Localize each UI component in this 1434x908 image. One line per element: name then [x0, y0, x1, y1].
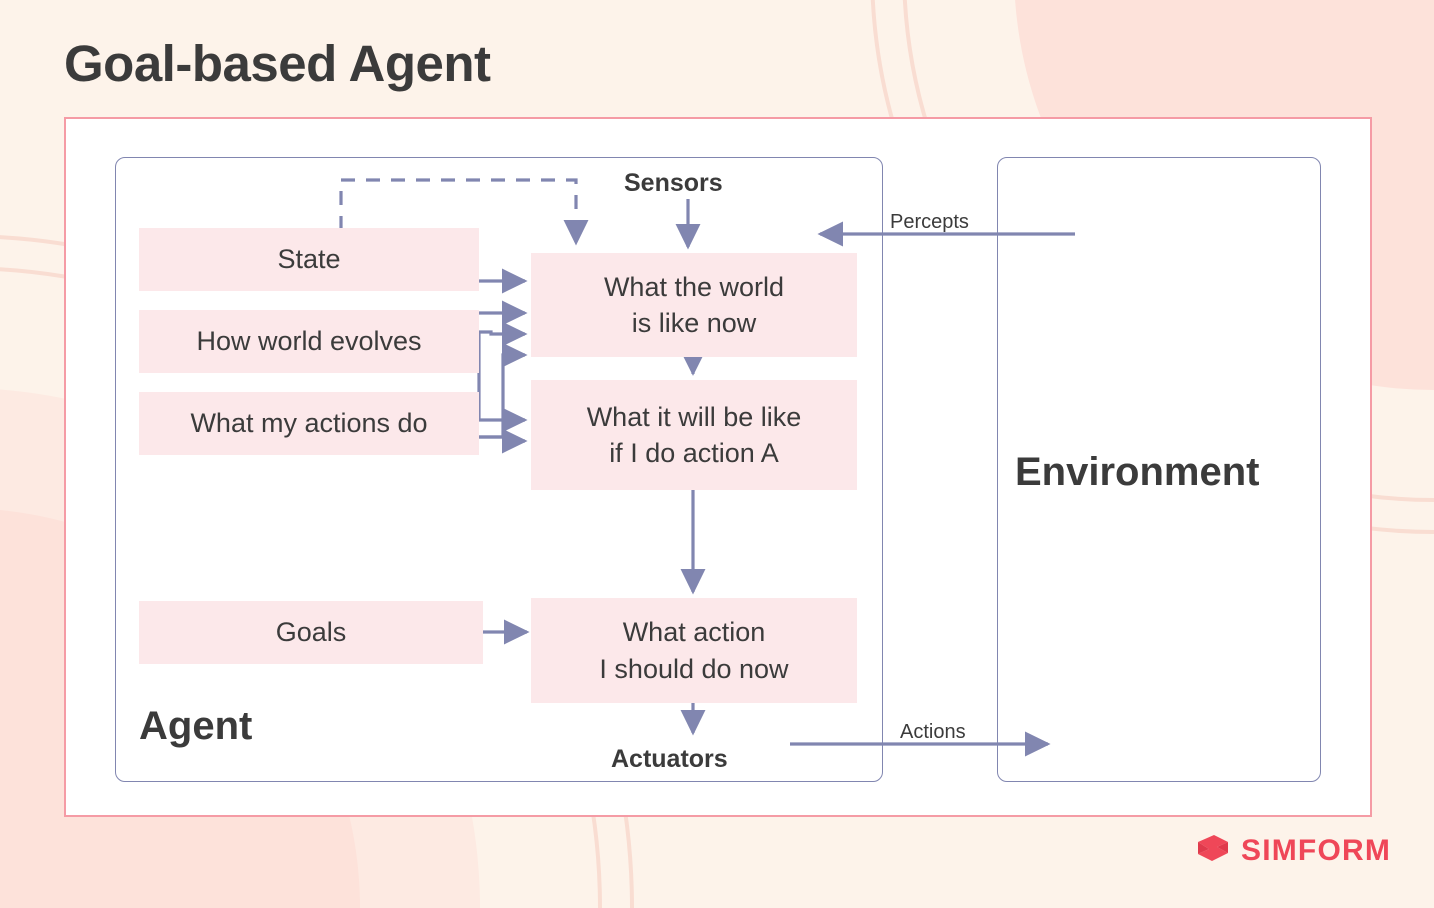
edge-actions-to-world-now [479, 342, 528, 439]
actions-label: Actions [900, 721, 966, 743]
knowledge-box-state: State [139, 228, 479, 291]
edge-world-now-feedback-dashed [339, 178, 589, 246]
edge-evolves-to-world-after [477, 332, 528, 433]
process-box-world-after-action: What it will be like if I do action A [531, 380, 857, 490]
process-box-world-now-line1: What the world [603, 271, 785, 302]
simform-wordmark: SIMFORM [1241, 834, 1392, 867]
environment-container [997, 157, 1321, 782]
knowledge-box-how-world-evolves: How world evolves [139, 310, 479, 373]
edge-actions-to-world-after [479, 428, 528, 454]
process-box-world-after-action-line1: What it will be like [586, 401, 802, 432]
agent-container [115, 157, 883, 782]
process-box-world-now: What the world is like now [531, 253, 857, 357]
process-box-world-now-line2: is like now [631, 308, 757, 338]
percepts-label: Percepts [890, 211, 969, 233]
process-box-world-after-action-line2: if I do action A [609, 438, 779, 468]
process-box-chosen-action: What action I should do now [531, 598, 857, 703]
actuators-label: Actuators [611, 745, 728, 773]
simform-mark-icon [1198, 835, 1228, 861]
edge-evolves-to-world-now-b [479, 321, 528, 347]
agent-label: Agent [139, 704, 253, 748]
simform-logo: SIMFORM [1192, 833, 1391, 869]
page-title: Goal-based Agent [64, 35, 491, 92]
sensors-label: Sensors [624, 169, 723, 197]
process-box-chosen-action-line1: What action [622, 617, 766, 648]
knowledge-box-goals: Goals [139, 601, 483, 664]
environment-label: Environment [1015, 450, 1260, 494]
knowledge-box-what-my-actions-do: What my actions do [139, 392, 479, 455]
process-box-chosen-action-line2: I should do now [599, 653, 789, 684]
